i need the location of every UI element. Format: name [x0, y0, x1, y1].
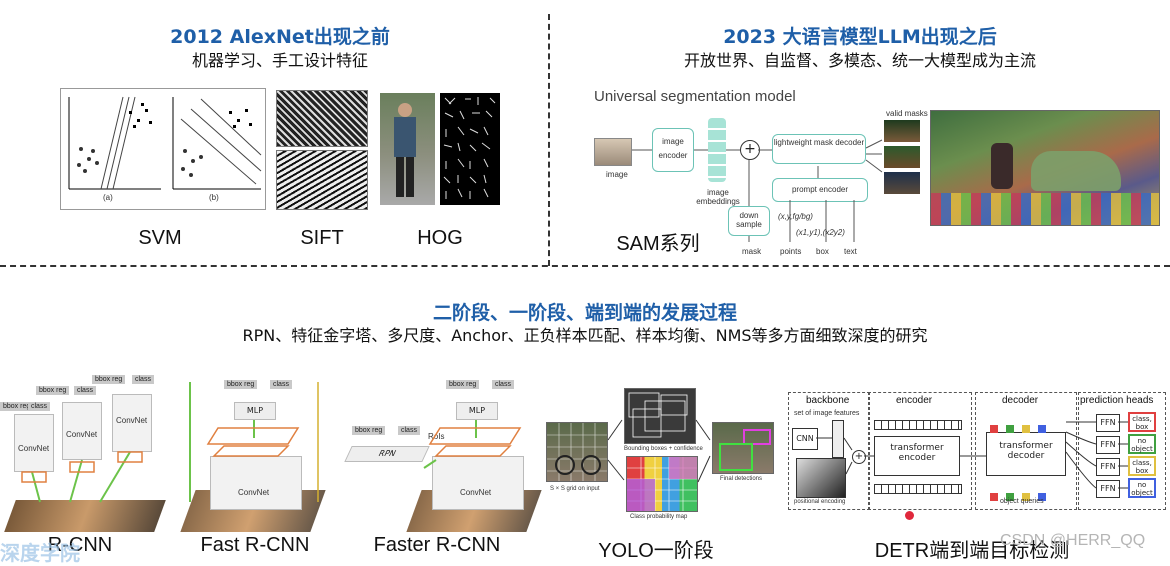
faster-rcnn-caption: Faster R-CNN — [362, 534, 512, 557]
fast-rcnn-figure: ConvNet MLP bbox reg class — [178, 372, 328, 532]
sift-image-bottom — [276, 150, 368, 210]
logo-text: 深度学院 — [0, 541, 80, 565]
svm-label-a: (a) — [103, 193, 113, 202]
vertical-divider — [548, 14, 550, 266]
sam-input-image — [594, 138, 632, 166]
faster-rcnn-figure: ConvNet MLP bbox reg class RPN bbox reg … — [340, 372, 540, 532]
top-right-title: 2023 大语言模型LLM出现之后 — [640, 22, 1080, 49]
sift-image-top — [276, 90, 368, 147]
sam-mask-2 — [884, 146, 920, 168]
rcnn-figure: ConvNet ConvNet ConvNet bbox reg class b… — [0, 372, 168, 532]
hog-descriptor — [440, 93, 500, 205]
sift-caption: SIFT — [282, 227, 362, 250]
hog-photo — [380, 93, 435, 205]
top-left-title: 2012 AlexNet出现之前 — [90, 22, 470, 49]
sam-heading: Universal segmentation model — [594, 88, 796, 105]
sam-mask-1 — [884, 120, 920, 142]
bottom-title: 二阶段、一阶段、端到端的发展过程 — [285, 298, 885, 325]
yolo-figure: S × S grid on input Bounding boxes + con… — [546, 390, 776, 530]
svm-label-b: (b) — [209, 193, 219, 202]
sam-output-image — [930, 110, 1160, 226]
detr-arrows — [788, 392, 1168, 508]
top-right-subtitle: 开放世界、自监督、多模态、统一大模型成为主流 — [640, 47, 1080, 71]
svm-figure: (a) (b) — [60, 88, 266, 210]
sam-image-label: image — [606, 170, 628, 179]
watermark-text: CSDN @HERR_QQ — [1000, 532, 1145, 550]
hog-caption: HOG — [400, 227, 480, 250]
svm-caption: SVM — [120, 227, 200, 250]
sam-mask-3 — [884, 172, 920, 194]
top-left-subtitle: 机器学习、手工设计特征 — [90, 47, 470, 71]
bottom-subtitle: RPN、特征金字塔、多尺度、Anchor、正负样本匹配、样本均衡、NMS等多方面… — [140, 322, 1030, 346]
fast-rcnn-caption: Fast R-CNN — [190, 534, 320, 557]
sam-valid-masks-label: valid masks — [886, 109, 928, 118]
horizontal-divider — [0, 265, 1170, 267]
logo: 深度学院 — [0, 537, 160, 559]
sam-caption: SAM系列 — [608, 227, 708, 256]
cursor-dot — [905, 511, 914, 520]
